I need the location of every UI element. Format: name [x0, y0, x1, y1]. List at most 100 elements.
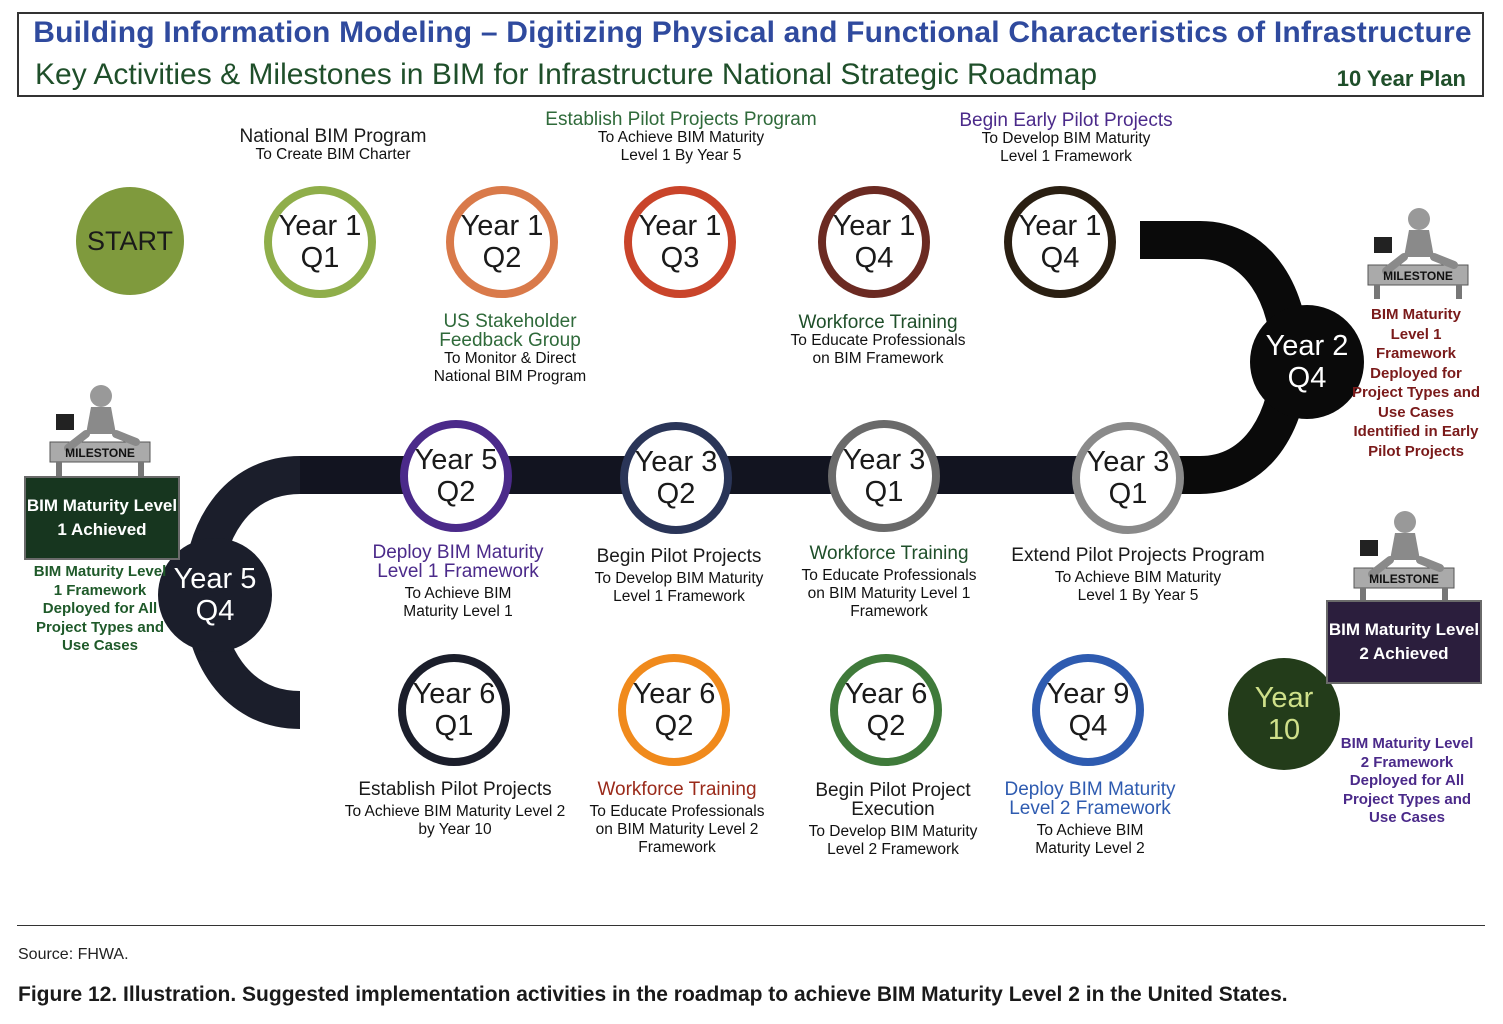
activity-title: Workforce Training: [597, 779, 757, 800]
activity-deploy-level1: Deploy BIM Maturity Level 1 Framework To…: [360, 543, 556, 621]
activity-subtitle: To Achieve BIM Maturity Level 1 By Year …: [597, 129, 765, 164]
start-label: START: [86, 226, 173, 256]
node-year: Year 5: [173, 563, 257, 595]
activity-subtitle: To Achieve BIM Maturity Level 2: [1035, 822, 1145, 857]
node-year10: Year 10: [1228, 658, 1340, 770]
node-year1-q1: Year 1 Q1: [264, 186, 376, 298]
milestone-sign: MILESTONE: [1369, 572, 1439, 586]
activity-subtitle: To Educate Professionals on BIM Maturity…: [801, 567, 977, 620]
node-year6-q2-execution: Year 6 Q2: [830, 654, 942, 766]
node-quarter: 10: [1267, 714, 1301, 746]
node-year3-q2: Year 3 Q2: [620, 422, 732, 534]
activity-title: Deploy BIM Maturity Level 1 Framework: [372, 542, 544, 582]
activity-national-bim: National BIM Program To Create BIM Chart…: [220, 127, 446, 164]
activity-pilot-execution: Begin Pilot Project Execution To Develop…: [800, 781, 986, 859]
activity-extend-pilots: Extend Pilot Projects Program To Achieve…: [1000, 546, 1276, 605]
activity-title: Establish Pilot Projects: [358, 779, 552, 800]
node-year1-q3: Year 1 Q3: [624, 186, 736, 298]
activity-title: US Stakeholder Feedback Group: [439, 311, 581, 351]
activity-subtitle: To Educate Professionals on BIM Framewor…: [790, 332, 966, 367]
source-note: Source: FHWA.: [18, 946, 129, 963]
activity-title: Workforce Training: [809, 543, 969, 564]
activity-early-pilots: Begin Early Pilot Projects To Develop BI…: [950, 111, 1182, 166]
plan-label: 10 Year Plan: [1336, 66, 1466, 91]
node-year5-q2: Year 5 Q2: [400, 420, 512, 532]
activity-title: Begin Pilot Projects: [596, 546, 762, 567]
activity-title: Begin Early Pilot Projects: [959, 110, 1173, 131]
milestone-3-text: BIM Maturity Level 2 Framework Deployed …: [1340, 735, 1474, 826]
activity-title: Extend Pilot Projects Program: [1011, 545, 1265, 566]
node-year6-q1: Year 6 Q1: [398, 654, 510, 766]
activity-title: Workforce Training: [798, 312, 958, 333]
node-year1-q2: Year 1 Q2: [446, 186, 558, 298]
milestone-figure-icon: MILESTONE: [1353, 511, 1455, 602]
node-year: Year 3: [842, 444, 926, 476]
start-node: START: [74, 185, 186, 297]
node-quarter: Q4: [195, 595, 235, 627]
activity-workforce-training-2: Workforce Training To Educate Profession…: [796, 544, 982, 621]
activity-subtitle: To Achieve BIM Maturity Level 2 by Year …: [344, 803, 566, 838]
node-year: Year 3: [1086, 446, 1170, 478]
node-year6-q2-training: Year 6 Q2: [618, 654, 730, 766]
node-year3-q1-training: Year 3 Q1: [828, 420, 940, 532]
node-quarter: Q2: [436, 476, 476, 508]
node-year: Year 3: [634, 446, 718, 478]
node-year: Year 1: [1018, 210, 1102, 242]
activity-workforce-training-3: Workforce Training To Educate Profession…: [582, 780, 772, 857]
milestone-sign: MILESTONE: [65, 446, 135, 460]
milestone-2-text: BIM Maturity Level 1 Framework Deployed …: [33, 563, 167, 654]
activity-subtitle: To Create BIM Charter: [255, 146, 411, 163]
activity-title: Establish Pilot Projects Program: [545, 109, 817, 130]
node-year: Year 1: [278, 210, 362, 242]
milestone-3-box: BIM Maturity Level 2 Achieved: [1326, 600, 1482, 684]
node-year: Year 6: [412, 678, 496, 710]
node-quarter: Q2: [866, 710, 906, 742]
node-year: Year 2: [1265, 330, 1349, 362]
node-year: Year 6: [844, 678, 928, 710]
activity-title: Deploy BIM Maturity Level 2 Framework: [1004, 779, 1176, 819]
activity-title: National BIM Program: [239, 126, 427, 147]
node-quarter: Q2: [482, 242, 522, 274]
node-quarter: Q3: [660, 242, 700, 274]
node-year: Year 1: [460, 210, 544, 242]
page-title: Building Information Modeling – Digitizi…: [33, 16, 1472, 49]
node-quarter: Q4: [1068, 710, 1108, 742]
milestone-1-text: BIM Maturity Level 1 Framework Deployed …: [1351, 306, 1481, 460]
node-year2-q4: Year 2 Q4: [1250, 305, 1364, 419]
node-year: Year 9: [1046, 678, 1130, 710]
node-year: Year 6: [632, 678, 716, 710]
activity-subtitle: To Develop BIM Maturity Level 2 Framewor…: [808, 823, 978, 858]
node-quarter: Q1: [864, 476, 904, 508]
node-year: Year 1: [832, 210, 916, 242]
node-year: Year: [1254, 682, 1314, 714]
milestone-figure-icon: MILESTONE: [49, 385, 151, 476]
node-quarter: Q4: [1287, 362, 1327, 394]
node-quarter: Q4: [854, 242, 894, 274]
activity-subtitle: To Achieve BIM Maturity Level 1: [403, 585, 513, 620]
activity-title: Begin Pilot Project Execution: [815, 780, 971, 820]
activity-subtitle: To Monitor & Direct National BIM Program: [433, 350, 587, 385]
node-quarter: Q4: [1040, 242, 1080, 274]
node-year: Year 1: [638, 210, 722, 242]
node-year9-q4: Year 9 Q4: [1032, 654, 1144, 766]
node-quarter: Q1: [300, 242, 340, 274]
activity-subtitle: To Develop BIM Maturity Level 1 Framewor…: [594, 570, 764, 605]
node-quarter: Q1: [1108, 478, 1148, 510]
footer-rule: [17, 925, 1485, 926]
node-year1-q4-pilots: Year 1 Q4: [1004, 186, 1116, 298]
node-year3-q1-extend: Year 3 Q1: [1072, 422, 1184, 534]
page-subtitle: Key Activities & Milestones in BIM for I…: [35, 58, 1098, 91]
activity-establish-pilots: Establish Pilot Projects To Achieve BIM …: [342, 780, 568, 839]
activity-deploy-level2: Deploy BIM Maturity Level 2 Framework To…: [998, 780, 1182, 858]
milestone-sign: MILESTONE: [1383, 269, 1453, 283]
activity-workforce-training-1: Workforce Training To Educate Profession…: [780, 313, 976, 368]
figure-caption: Figure 12. Illustration. Suggested imple…: [18, 983, 1288, 1006]
node-quarter: Q2: [654, 710, 694, 742]
activity-subtitle: To Achieve BIM Maturity Level 1 By Year …: [1054, 569, 1222, 604]
activity-begin-pilots: Begin Pilot Projects To Develop BIM Matu…: [584, 547, 774, 606]
header-box: Building Information Modeling – Digitizi…: [17, 12, 1484, 97]
activity-subtitle: To Educate Professionals on BIM Maturity…: [589, 803, 765, 856]
node-year1-q4-training: Year 1 Q4: [818, 186, 930, 298]
node-year: Year 5: [414, 444, 498, 476]
node-quarter: Q1: [434, 710, 474, 742]
